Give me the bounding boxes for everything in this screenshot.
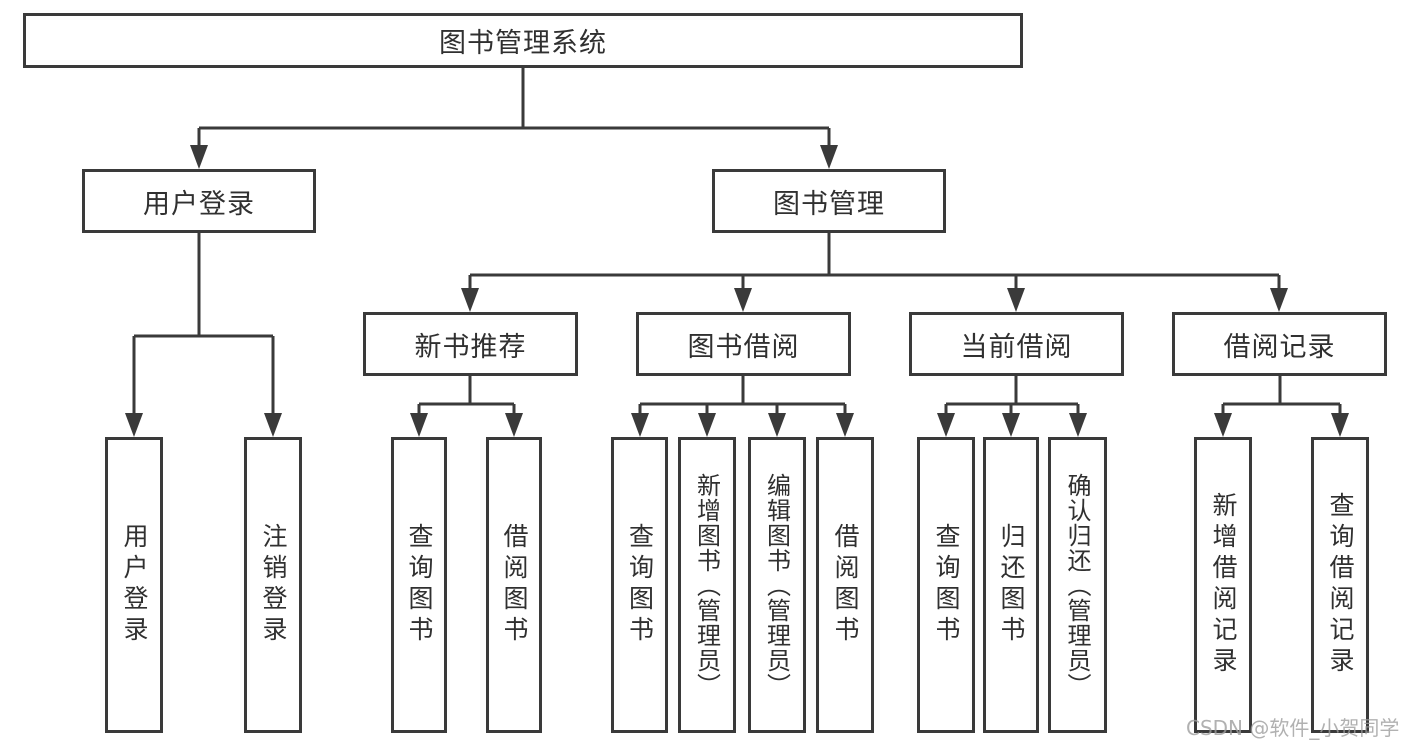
node-edit-books-admin: 编辑图书（管理员） bbox=[748, 437, 806, 733]
node-logout: 注销登录 bbox=[244, 437, 302, 733]
node-current-borrow-label: 当前借阅 bbox=[960, 331, 1073, 363]
node-root-label: 图书管理系统 bbox=[439, 28, 607, 59]
node-book-management-label: 图书管理 bbox=[773, 188, 885, 220]
node-query-books-current: 查询图书 bbox=[917, 437, 975, 733]
node-add-borrow-record-label: 新增借阅记录 bbox=[1209, 492, 1238, 678]
node-new-book-recommend-label: 新书推荐 bbox=[414, 331, 527, 363]
node-query-books-recommend: 查询图书 bbox=[391, 437, 447, 733]
node-confirm-return-admin: 确认归还（管理员） bbox=[1048, 437, 1107, 733]
node-add-books-admin-label: 新增图书（管理员） bbox=[692, 472, 721, 698]
node-user-login-leaf: 用户登录 bbox=[105, 437, 163, 733]
node-borrow-record: 借阅记录 bbox=[1172, 312, 1387, 376]
node-confirm-return-admin-label: 确认归还（管理员） bbox=[1063, 472, 1091, 698]
node-add-books-admin: 新增图书（管理员） bbox=[678, 437, 736, 733]
node-borrow-books-label: 借阅图书 bbox=[831, 523, 860, 647]
node-query-borrow-record: 查询借阅记录 bbox=[1311, 437, 1369, 733]
csdn-watermark: CSDN @软件_小贺同学 bbox=[1186, 716, 1400, 740]
node-query-books-borrow: 查询图书 bbox=[611, 437, 668, 733]
arrowheads bbox=[125, 145, 1349, 437]
node-return-books-label: 归还图书 bbox=[997, 523, 1026, 647]
node-logout-label: 注销登录 bbox=[259, 523, 288, 647]
node-borrow-record-label: 借阅记录 bbox=[1223, 331, 1336, 363]
node-root: 图书管理系统 bbox=[23, 13, 1023, 68]
node-borrow-books-recommend-label: 借阅图书 bbox=[500, 523, 529, 647]
node-query-borrow-record-label: 查询借阅记录 bbox=[1326, 492, 1355, 678]
node-book-borrow: 图书借阅 bbox=[636, 312, 851, 376]
node-user-login-leaf-label: 用户登录 bbox=[120, 523, 149, 647]
node-query-books-current-label: 查询图书 bbox=[932, 523, 961, 647]
node-user-login: 用户登录 bbox=[82, 169, 316, 233]
node-query-books-recommend-label: 查询图书 bbox=[405, 523, 434, 647]
node-return-books: 归还图书 bbox=[983, 437, 1039, 733]
node-borrow-books: 借阅图书 bbox=[816, 437, 874, 733]
node-book-management: 图书管理 bbox=[712, 169, 946, 233]
node-current-borrow: 当前借阅 bbox=[909, 312, 1124, 376]
node-borrow-books-recommend: 借阅图书 bbox=[486, 437, 542, 733]
node-new-book-recommend: 新书推荐 bbox=[363, 312, 578, 376]
node-edit-books-admin-label: 编辑图书（管理员） bbox=[762, 472, 791, 698]
node-book-borrow-label: 图书借阅 bbox=[687, 331, 800, 363]
node-add-borrow-record: 新增借阅记录 bbox=[1194, 437, 1252, 733]
node-user-login-label: 用户登录 bbox=[143, 188, 255, 220]
node-query-books-borrow-label: 查询图书 bbox=[625, 523, 655, 647]
